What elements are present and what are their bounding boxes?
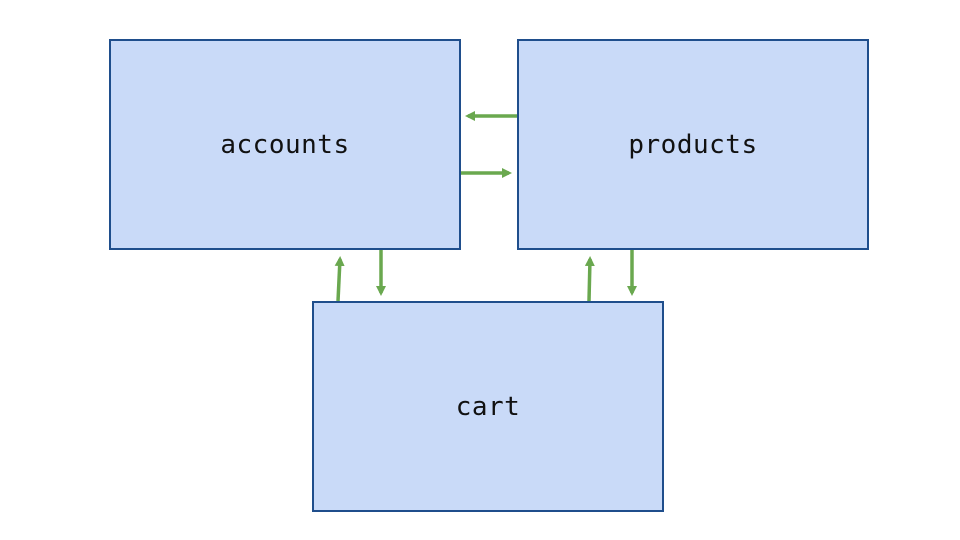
node-cart-label: cart	[455, 391, 521, 422]
edge-cart-to-accounts	[334, 256, 345, 302]
node-cart: cart	[312, 301, 664, 512]
edge-cart-to-products	[584, 256, 595, 302]
node-products-label: products	[628, 129, 758, 160]
node-accounts: accounts	[109, 39, 461, 250]
node-products: products	[517, 39, 869, 250]
node-accounts-label: accounts	[220, 129, 350, 160]
